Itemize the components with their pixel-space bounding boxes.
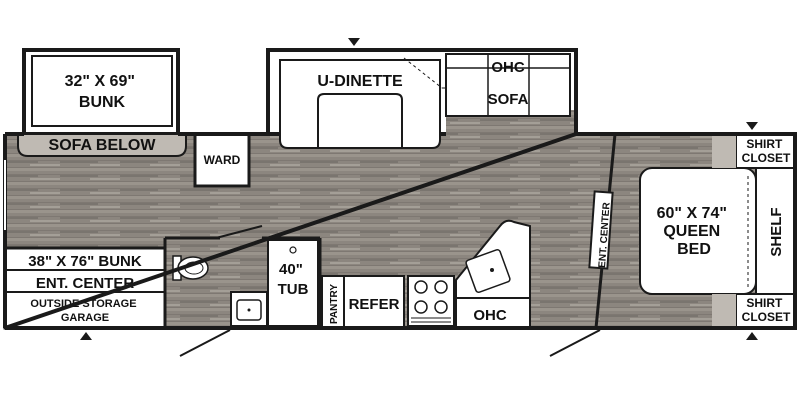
lower-bunk-area xyxy=(3,246,167,330)
upper-bunk-mattress xyxy=(31,55,173,127)
sink-icon xyxy=(230,291,268,327)
tub xyxy=(267,239,319,327)
stove-icon xyxy=(407,275,455,327)
ent-center-vertical xyxy=(588,190,614,270)
outer-wall xyxy=(4,132,797,330)
slide-out-arrow-icon xyxy=(746,332,758,340)
slide-out-arrow-icon xyxy=(746,122,758,130)
shirt-closet-bottom-label: SHIRT CLOSET xyxy=(742,296,791,324)
sofa-below-label: SOFA BELOW xyxy=(49,137,157,154)
shelf-label: SHELF xyxy=(768,207,785,256)
shirt-closet-top-label: SHIRT CLOSET xyxy=(742,137,791,165)
pantry-label: PANTRY xyxy=(329,284,340,324)
lower-bunk-label: 38" X 76" BUNK xyxy=(28,253,142,270)
refer-label: REFER xyxy=(349,296,400,313)
queen-bed-label: 60" X 74" QUEEN BED xyxy=(657,205,732,258)
ohc-kitchen-label: OHC xyxy=(473,307,507,324)
tub-label: 40" TUB xyxy=(278,261,309,298)
dinette-table xyxy=(317,93,403,149)
sofa-label: SOFA xyxy=(488,91,529,108)
sofa-below xyxy=(17,133,187,157)
slide-out-arrow-icon xyxy=(348,38,360,46)
refrigerator xyxy=(343,275,405,329)
wardrobe xyxy=(193,132,251,188)
outside-storage-label: OUTSIDE STORAGE GARAGE xyxy=(30,298,139,324)
kitchen-sink-icon xyxy=(465,248,511,294)
ward-label: WARD xyxy=(204,153,241,167)
sofa xyxy=(445,53,571,117)
upper-bunk-label: 32" X 69" BUNK xyxy=(65,73,140,111)
ent-center-left-label: ENT. CENTER xyxy=(36,275,135,292)
u-dinette-label: U-DINETTE xyxy=(317,73,403,90)
ohc-top-label: OHC xyxy=(491,59,525,76)
slide-out-arrow-icon xyxy=(80,332,92,340)
ent-center-vertical-label: ENT. CENTER xyxy=(597,201,613,268)
